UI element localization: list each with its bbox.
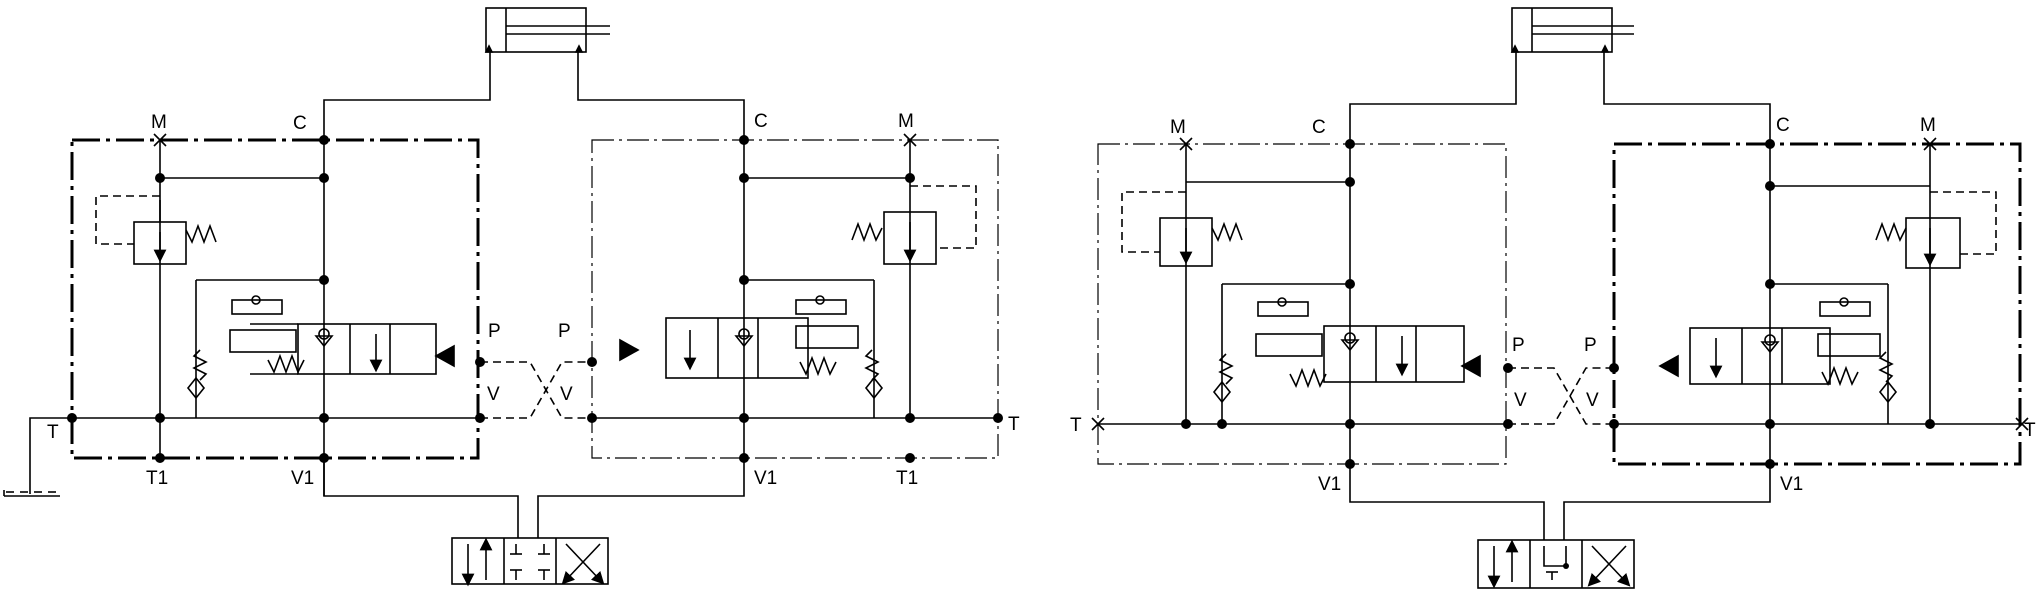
check-valve-block-left [1212,297,1481,404]
left-valve-block [1097,143,1507,465]
cylinder-actuator [1510,7,1634,53]
label-v1: V1 [754,468,777,489]
label-m: M [151,112,167,133]
m-gauge-port-right [1091,137,2029,431]
label-v: V [1514,390,1527,411]
left-valve-block [70,138,480,460]
selector-valve-right [1477,539,1635,589]
label-p: P [488,321,501,342]
right-valve-block [591,139,999,459]
pilot-cross-right [1508,367,1614,425]
relief-valve-right [851,185,977,265]
label-v: V [1586,390,1599,411]
label-v: V [487,384,500,405]
label-t: T [47,422,59,443]
check-valve-block-right [1658,297,1898,404]
label-p: P [1584,335,1597,356]
check-valve-block-left [186,295,455,400]
label-v1: V1 [1780,474,1803,495]
m-gauge-port-left [153,133,917,147]
right-circuit [1091,7,2029,589]
label-m: M [898,111,914,132]
label-t: T [2024,420,2036,441]
label-t1: T1 [146,468,168,489]
right-valve-block [1612,142,2022,466]
left-circuit-labels: C M C M P P V V T T1 V1 V1 T1 T [47,111,1020,489]
relief-valve-left [95,195,217,265]
label-t: T [1070,415,1082,436]
relief-valve-left [1121,191,1243,267]
check-valve-block-right [619,295,884,400]
label-c: C [1776,115,1790,136]
label-c: C [1312,117,1326,138]
selector-valve-left [451,537,609,587]
pilot-cross-left [480,361,592,419]
label-t1: T1 [896,468,918,489]
label-p: P [558,321,571,342]
label-m: M [1920,115,1936,136]
left-circuit [3,7,1003,587]
label-p: P [1512,335,1525,356]
junction-dots-left [67,135,1003,463]
label-v1: V1 [291,468,314,489]
label-c: C [754,111,768,132]
right-circuit-labels: M C C M P P V V T T V1 V1 [1070,115,2036,495]
cylinder-actuator [484,7,610,53]
label-v: V [560,384,573,405]
relief-valve-right [1875,191,1997,269]
label-v1: V1 [1318,474,1341,495]
junction-dots-right [1181,139,1935,569]
tank-reservoir-left [3,490,60,497]
label-t: T [1008,414,1020,435]
label-c: C [293,113,307,134]
label-m: M [1170,117,1186,138]
